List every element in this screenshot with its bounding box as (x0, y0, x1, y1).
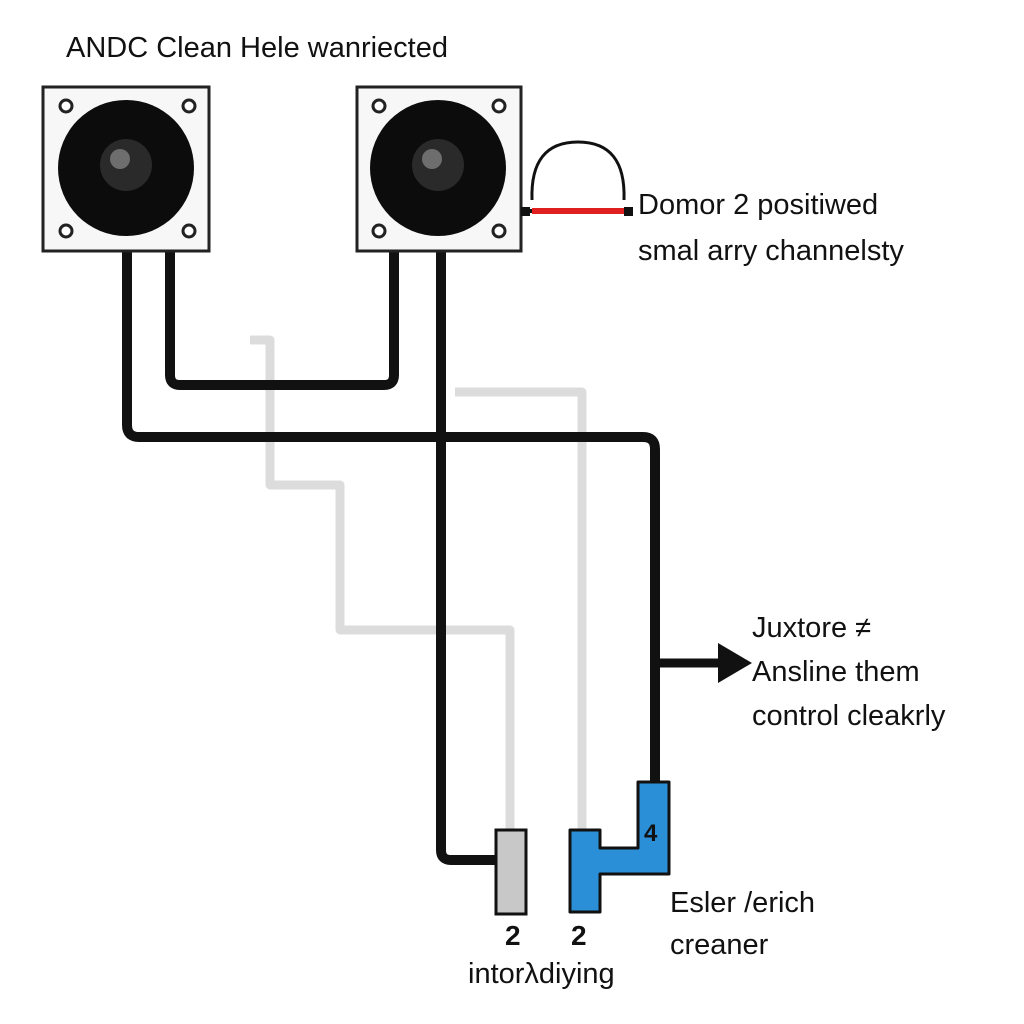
red-jumper-wire (521, 140, 633, 216)
blue-connector-label-line-1: Esler /erich (670, 887, 816, 919)
arrow-right-icon (718, 643, 752, 683)
jumper-label-line-1: Domor 2 positiwed (638, 189, 879, 221)
blue-connector-label-line-2: creaner (670, 929, 769, 961)
arrow-label: Juxtore ≠ Ansline them control cleakrly (752, 606, 945, 738)
black-wire-loop (165, 250, 399, 390)
gray-wire-left (250, 335, 515, 832)
blue-connector-label: Esler /erich creaner (670, 882, 815, 966)
blue-connector-number: 2 (571, 920, 587, 951)
jumper-label: Domor 2 positiwed smal arry channelsty (638, 182, 904, 274)
black-wire-center (436, 250, 500, 865)
arrow-label-line-3: control cleakrly (752, 700, 946, 732)
speaker-icon (41, 85, 211, 253)
gray-connector-number: 2 (505, 920, 521, 951)
speaker-icon (355, 85, 523, 253)
gray-connector (494, 828, 528, 916)
diagram-title: ANDC Clean Hele wanriected (66, 32, 448, 64)
black-wire-outer (122, 250, 660, 782)
blue-connector (568, 780, 671, 914)
jumper-label-line-2: smal arry channelsty (638, 235, 904, 267)
arrow-label-line-2: Ansline them (752, 656, 920, 688)
arrow-label-line-1: Juxtore ≠ (752, 612, 872, 644)
connector-caption: intorλdiying (468, 958, 615, 990)
gray-wire-right (455, 387, 587, 832)
blue-connector-top-number: 4 (644, 820, 658, 847)
